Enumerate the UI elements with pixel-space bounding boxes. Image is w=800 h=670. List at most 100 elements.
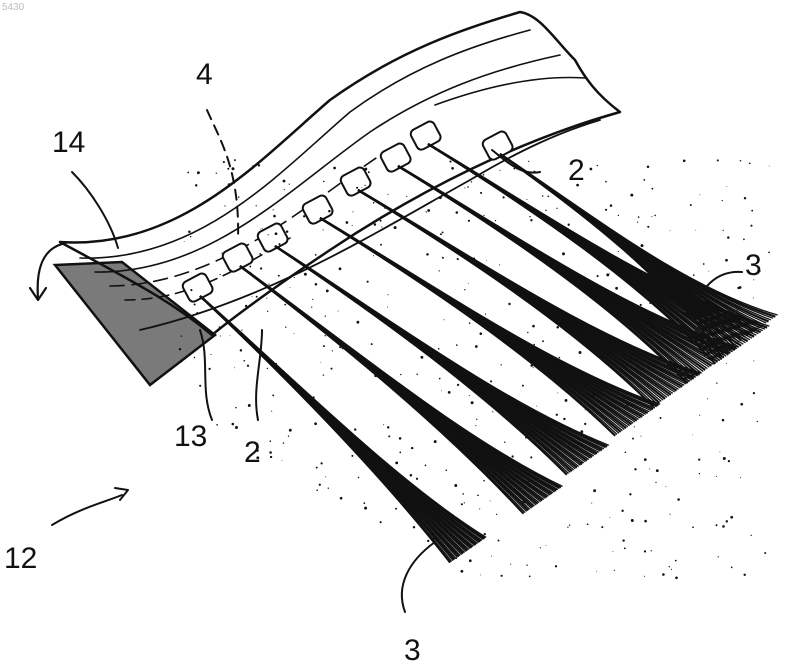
stipple-dot [543,360,545,362]
label-2-lower: 2 [244,436,261,469]
stipple-dot [285,327,286,328]
stipple-dot [684,381,686,383]
backing-strip [55,12,620,385]
stipple-dot [605,181,607,183]
stipple-dot [525,437,527,439]
stipple-dot [669,288,671,290]
stipple-dot [422,495,424,497]
stipple-dot [248,404,251,407]
stipple-dot [527,481,529,483]
stipple-dot [267,311,268,312]
stipple-dot [386,378,387,379]
stipple-dot [197,171,200,174]
stipple-dot [695,230,696,231]
stipple-dot [529,576,531,578]
stipple-dot [256,296,258,298]
stipple-dot [249,266,251,268]
stipple-dot [530,219,532,221]
stipple-dot [647,273,650,276]
label-3-bottom: 3 [404,634,421,667]
stipple-dot [416,373,418,375]
stipple-dot [438,511,440,513]
stipple-dot [703,263,705,265]
stipple-dot [395,462,398,465]
stipple-dot [597,165,598,166]
stipple-dot [491,271,493,273]
stipple-dot [606,273,609,276]
stipple-dot [584,423,586,425]
stipple-dot [540,547,541,548]
stipple-dot [229,335,230,336]
stipple-dot [642,276,644,278]
stipple-dot [488,403,489,404]
stipple-dot [448,391,451,394]
stipple-dot [194,357,195,358]
stipple-dot [690,341,692,343]
stipple-dot [473,258,475,260]
stipple-dot [390,479,393,482]
stipple-dot [768,252,770,254]
stipple-dot [480,164,482,166]
stipple-dot [513,236,516,239]
stipple-dot [716,382,717,383]
tuft-pad [256,222,289,254]
stipple-dot [449,161,451,163]
stipple-dot [624,547,626,549]
stipple-dot [578,388,579,389]
label-13: 13 [174,420,207,453]
stipple-dot [269,451,272,454]
stipple-dot [221,253,222,254]
stipple-dot [281,460,282,461]
stipple-dot [268,283,269,284]
stipple-dot [500,364,501,365]
stipple-dot [665,486,666,487]
stipple-dot [339,267,342,270]
stipple-dot [457,258,459,260]
stipple-dot [595,347,597,349]
stipple-dot [339,346,341,348]
stipple-dot [483,215,484,216]
stipple-dot [751,535,752,536]
stipple-dot [289,287,290,288]
fiber-strand [500,154,771,320]
stipple-dot [526,565,527,566]
stipple-dot [694,338,695,339]
stipple-dot [219,326,220,327]
stipple-dot [545,219,546,220]
stipple-dot [621,510,623,512]
stipple-dot [461,503,463,505]
stipple-dot [469,322,471,324]
stipple-dot [555,565,557,567]
stipple-dot [354,428,356,430]
stipple-dot [753,392,755,394]
stipple-dot [323,229,324,230]
stipple-dot [698,459,700,461]
stipple-dot [464,289,465,290]
stipple-dot [651,550,652,551]
stipple-dot [643,339,645,341]
stipple-dot [480,192,482,194]
stipple-dot [468,283,469,284]
stipple-dot [406,492,407,493]
stipple-dot [556,326,559,329]
stipple-dot [315,283,318,286]
stipple-dot [469,559,472,562]
stipple-dot [671,569,672,570]
stipple-dot [314,422,317,425]
stipple-dot [605,209,607,211]
stipple-dot [533,367,534,368]
label-14: 14 [52,126,85,159]
stipple-dot [273,215,276,218]
stipple-dot [416,478,418,480]
stipple-dot [258,164,260,166]
stipple-dot [656,469,659,472]
stipple-dot [750,225,752,227]
stipple-dot [669,566,670,567]
stipple-dot [410,173,411,174]
stipple-dot [753,298,754,299]
stipple-dot [256,205,257,206]
stipple-dot [640,304,642,306]
stipple-dot [738,319,741,322]
stipple-dot [357,321,360,324]
